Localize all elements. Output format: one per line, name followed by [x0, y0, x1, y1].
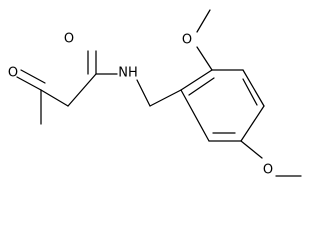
methoxy-oxygen-bottom-label: O	[263, 163, 273, 178]
bond-ketone-co-double-a	[16, 76, 42, 91]
amide-oxygen-label: O	[64, 32, 74, 47]
ring-bond-6	[180, 89, 210, 142]
bond-ch2-amide-carbon	[67, 73, 97, 107]
ketone-oxygen-label: O	[8, 66, 18, 81]
ring-bond-4	[240, 105, 265, 142]
bond-ring-methoxy-bottom	[240, 140, 263, 159]
bond-nitrogen-benzyl-ch2	[136, 79, 151, 107]
amide-nitrogen-label: NH	[118, 66, 138, 81]
bond-ring-methoxy-top	[196, 46, 213, 71]
chemical-structure-diagram: O O NH O O	[8, 9, 302, 178]
ring-inner-double-a	[188, 77, 215, 96]
ring-bond-3	[242, 69, 265, 107]
ring-inner-double-b	[242, 78, 258, 106]
bond-ketone-co-double-b	[20, 69, 46, 84]
methoxy-oxygen-top-label: O	[182, 33, 192, 48]
bond-methoxy-top-methyl	[196, 9, 211, 33]
bond-benzyl-ch2-ring	[149, 89, 182, 107]
bond-ketone-ch2	[40, 89, 69, 107]
ring-bond-1	[180, 69, 213, 91]
